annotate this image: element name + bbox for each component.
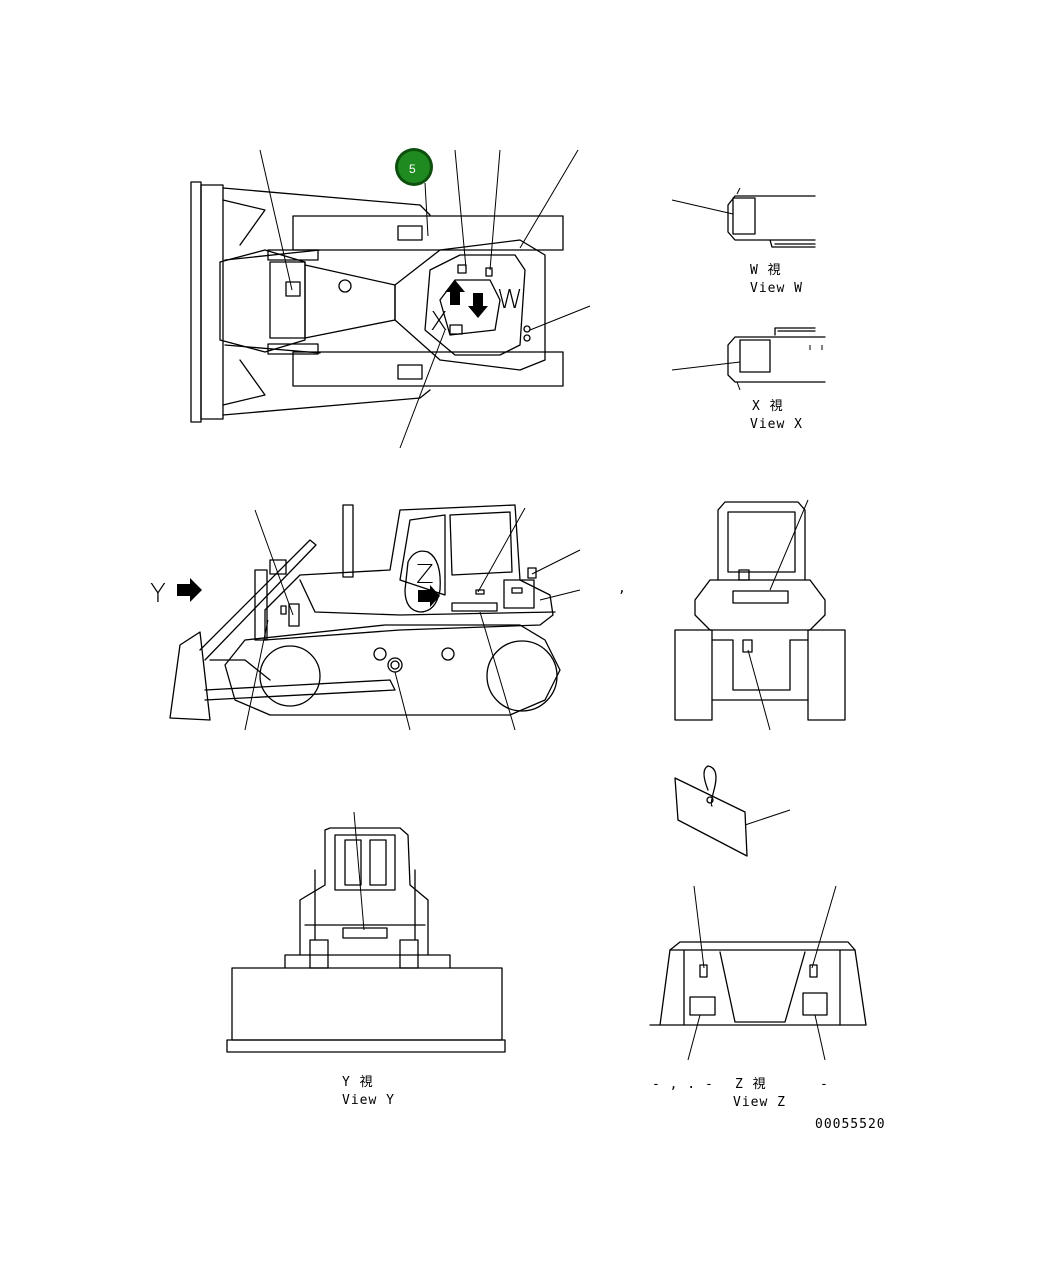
view-y-jp: Y 視	[342, 1075, 374, 1090]
side-view: Z Y ,	[150, 504, 627, 731]
tag-detail	[674, 765, 791, 857]
view-x-jp: X 視	[752, 399, 784, 414]
view-w-jp: W 視	[750, 263, 782, 278]
view-z-marker: Z	[416, 560, 434, 590]
part-number: 00055520	[815, 1117, 886, 1132]
view-x-en: View X	[750, 417, 803, 432]
view-z-detail: - , . - Z 視 - View Z	[649, 885, 867, 1110]
callout-number: 5	[409, 162, 416, 176]
view-y-en: View Y	[342, 1093, 395, 1108]
rear-view	[674, 499, 846, 731]
view-z-jp: Z 視	[735, 1077, 767, 1092]
callout-fill	[398, 151, 430, 183]
view-z-stray-left: - , . -	[652, 1077, 714, 1092]
view-z-en: View Z	[733, 1095, 786, 1110]
view-y-marker: Y	[150, 579, 166, 609]
view-w-marker: W	[497, 285, 523, 315]
view-y-front: Y 視 View Y	[226, 811, 506, 1108]
view-w-en: View W	[750, 281, 803, 296]
view-z-stray-right: -	[820, 1077, 829, 1092]
view-x-marker: X	[430, 307, 448, 337]
callout-badge[interactable]: 5	[395, 148, 433, 186]
view-w-detail: W 視 View W	[671, 187, 816, 296]
view-x-detail: X 視 View X	[671, 327, 826, 432]
top-view: X W	[190, 149, 591, 449]
stray-comma: ,	[618, 581, 627, 596]
